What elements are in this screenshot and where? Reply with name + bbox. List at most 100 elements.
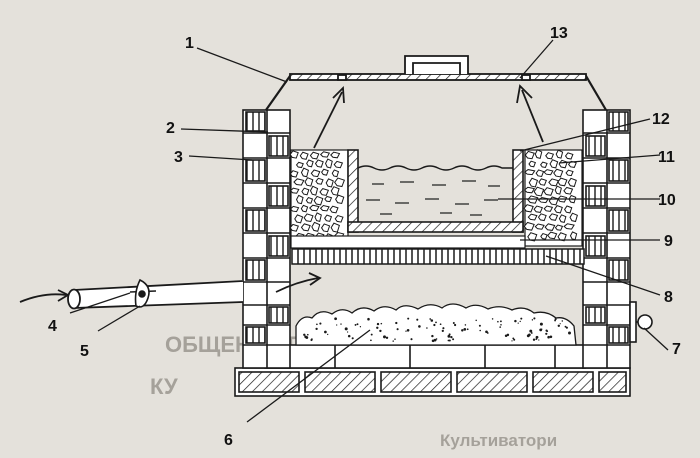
fuel-speck xyxy=(418,325,421,328)
fuel-speck xyxy=(463,328,467,331)
tray-9 xyxy=(290,235,526,249)
callout-2: 2 xyxy=(166,120,175,137)
stone xyxy=(557,177,568,187)
fuel-speck xyxy=(533,317,536,320)
stone xyxy=(554,224,564,231)
fuel-speck xyxy=(433,338,437,342)
stone xyxy=(549,159,559,169)
fuel-speck xyxy=(394,338,396,340)
inlet-arrow xyxy=(19,293,67,303)
stone xyxy=(524,150,535,160)
fuel-speck xyxy=(395,321,398,325)
fuel-speck xyxy=(485,330,488,334)
fuel-speck xyxy=(367,317,370,321)
stone xyxy=(289,223,299,232)
fuel-speck xyxy=(336,324,338,326)
stone xyxy=(534,149,543,159)
callout-11: 11 xyxy=(658,149,675,166)
callout-6: 6 xyxy=(224,432,233,449)
fuel-speck xyxy=(430,319,434,322)
fuel-speck xyxy=(479,329,482,332)
stone xyxy=(315,177,324,185)
stone xyxy=(523,221,535,231)
fuel-speck xyxy=(327,333,329,336)
fuel-speck xyxy=(499,326,502,328)
fuel-speck xyxy=(538,339,540,341)
pipe-arrow xyxy=(275,277,319,293)
stone xyxy=(334,214,344,223)
fuel-speck xyxy=(441,329,444,333)
stone xyxy=(295,194,304,205)
stone xyxy=(293,178,305,186)
fuel-speck xyxy=(511,340,513,342)
stone xyxy=(330,222,340,233)
stone xyxy=(314,159,324,168)
callout-10: 10 xyxy=(658,192,676,209)
stone xyxy=(306,159,314,168)
fuel-speck xyxy=(549,335,553,339)
fuel-speck xyxy=(324,330,327,334)
stone xyxy=(538,178,547,186)
stone xyxy=(569,231,578,241)
fuel-speck xyxy=(376,326,379,329)
fuel-speck xyxy=(531,319,534,321)
stone xyxy=(335,194,345,205)
air-pipe xyxy=(67,280,244,310)
fuel-speck xyxy=(405,330,407,332)
stone xyxy=(289,170,299,178)
fuel-speck xyxy=(448,339,451,342)
fuel-speck xyxy=(370,339,372,342)
fuel-speck xyxy=(344,327,348,331)
stone xyxy=(301,187,310,196)
fuel-speck xyxy=(380,322,383,325)
callout-3: 3 xyxy=(174,149,183,166)
fuel-speck xyxy=(356,323,359,326)
stone xyxy=(548,213,559,221)
stone xyxy=(330,151,341,159)
fuel-speck xyxy=(535,335,539,339)
fuel-speck xyxy=(346,331,349,333)
fuel-speck xyxy=(545,329,548,332)
fuel-speck xyxy=(464,324,467,326)
fuel-speck xyxy=(532,338,536,341)
fuel-speck xyxy=(426,327,428,329)
stone xyxy=(564,205,573,214)
bg-heading-2: КУ xyxy=(150,374,178,399)
fuel-speck xyxy=(447,339,450,342)
fuel-speck xyxy=(406,329,410,332)
fuel-speck xyxy=(514,319,517,323)
stone xyxy=(567,177,577,188)
callout-1: 1 xyxy=(185,35,194,52)
stone xyxy=(569,212,578,223)
lid xyxy=(265,55,607,111)
vent-hole-left xyxy=(337,74,347,81)
stone xyxy=(563,223,575,230)
fuel-speck xyxy=(535,338,538,340)
stone xyxy=(553,168,564,178)
stone xyxy=(537,197,550,204)
fuel-speck xyxy=(310,338,313,342)
fuel-speck xyxy=(450,335,453,339)
stone xyxy=(319,188,330,196)
stone xyxy=(331,169,340,178)
stone xyxy=(324,214,333,222)
stone xyxy=(555,149,564,159)
stone xyxy=(314,212,322,223)
stone xyxy=(537,213,547,222)
stone xyxy=(309,185,319,196)
stone xyxy=(528,177,539,188)
vent-hole-right xyxy=(521,74,531,81)
left-wall xyxy=(242,109,291,369)
water-tank xyxy=(347,149,524,233)
stone xyxy=(304,177,314,187)
fuel-speck xyxy=(500,324,502,326)
stone xyxy=(534,223,545,230)
stone xyxy=(321,168,329,176)
stone xyxy=(333,160,344,169)
callout-5: 5 xyxy=(80,343,89,360)
stone xyxy=(309,151,320,160)
fuel-speck xyxy=(370,333,373,336)
fuel-speck xyxy=(316,323,318,326)
fuel-speck xyxy=(340,323,342,325)
